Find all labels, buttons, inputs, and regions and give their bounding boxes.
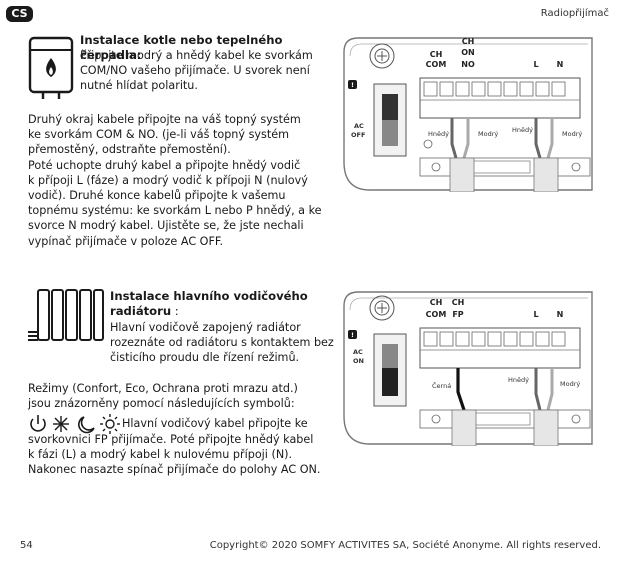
label-ch-com-top: CH [430,50,443,59]
heading-line-2: radiátoru : [110,304,340,319]
power-icon [30,415,46,432]
label-l-2: L [533,310,538,319]
heading-line: Instalace hlavního vodičového [110,289,308,303]
page-number: 54 [20,540,33,551]
text-line: Hlavní vodičově zapojený radiátor [110,321,301,334]
text-line: k přípoji L (fáze) a modrý vodič k přípo… [28,173,308,187]
boiler-wiring-diagram: ! AC OFF CH COM CH ON NO L N Hnědý Modrý… [340,32,596,193]
boiler-icon [28,36,74,100]
text-line: ke svorkám COM & NO. (je-li váš topný sy… [28,128,290,142]
section2-body-top: Režimy (Confort, Eco, Ochrana proti mraz… [28,381,338,411]
language-badge: CS [6,6,33,22]
wire-label-brown: Hnědý [508,376,529,384]
section2-symbols-text: Hlavní vodičový kabel připojte ke [122,417,308,430]
text-line: Druhý okraj kabele připojte na váš topný… [28,113,301,126]
section2-intro: Hlavní vodičově zapojený radiátor rozezn… [110,320,350,366]
frost-icon [53,416,69,432]
wire-label-blue-2: Modrý [562,130,582,138]
wire-label-brown-1: Hnědý [428,130,449,138]
moon-icon [78,416,95,434]
label-com-2: COM [426,310,447,319]
text-line: jsou znázorněny pomocí následujících sym… [28,397,295,411]
text-line: přemostěný, odstraňte přemostění). [28,143,231,157]
sun-icon [100,414,120,434]
text-line: svorce N modrý kabel. Ujistěte se, že js… [28,219,304,233]
heading-colon: : [171,303,179,318]
ac-label-2: AC [353,348,363,356]
wire-label-black: Černá [432,381,451,390]
label-no: NO [461,60,475,69]
text-line: svorkovnici FP přijímače. Poté připojte … [28,433,314,446]
on-label-2: ON [353,357,364,365]
text-line: rozeznáte od radiátoru s kontaktem bez [110,336,334,350]
section1-heading: Instalace kotle nebo tepelného čerpadla: [80,33,283,62]
label-on: ON [461,48,475,57]
copyright-notice: Copyright© 2020 SOMFY ACTIVITES SA, Soci… [209,540,601,551]
text-line: COM/NO vašeho přijímače. U svorek není [80,64,310,78]
section2-heading: Instalace hlavního vodičového radiátoru … [110,289,340,318]
section1-intro: Připojte modrý a hnědý kabel ke svorkám … [80,48,335,94]
text-line: vypínač přijímače v poloze AC OFF. [28,234,224,248]
wire-label-brown-2: Hnědý [512,126,533,134]
heading-line-2-text: radiátoru [110,303,172,318]
header-title: Radiopřijímač [540,8,609,19]
label-n-2: N [557,310,564,319]
label-ch-1: CH [430,298,443,307]
text-line: Poté uchopte druhý kabel a připojte hněd… [28,158,301,172]
label-ch-2: CH [452,298,465,307]
text-line: Připojte modrý a hnědý kabel ke svorkám [80,49,313,62]
wire-label-blue-1: Modrý [478,130,498,138]
mode-symbols [28,413,120,435]
text-line: Nakonec nasazte spínač přijímače do polo… [28,463,321,477]
warning-badge-2: ! [351,331,354,339]
label-com: COM [426,60,447,69]
wire-label-blue: Modrý [560,380,580,388]
section2-body-bottom: svorkovnici FP přijímače. Poté připojte … [28,432,348,478]
label-ch-on-top: CH [462,37,475,46]
text-line: nutné hlídat polaritu. [80,79,198,93]
radiator-wiring-diagram: ! AC ON CH CH COM FP L N Černá Hnědý Mod… [340,286,596,447]
label-fp: FP [452,310,463,319]
warning-badge-1: ! [351,81,354,89]
text-line: k fázi (L) a modrý kabel k nulovému příp… [28,448,293,462]
text-line: čisticího proudu dle řízení režimů. [110,351,300,365]
label-l: L [533,60,538,69]
text-line: vodič). Druhé konce kabelů připojte k va… [28,189,286,203]
text-line: topnému systému: ke svorkám L nebo P hně… [28,204,322,218]
text-line: Režimy (Confort, Eco, Ochrana proti mraz… [28,382,298,395]
off-label-1: OFF [351,131,365,139]
radiator-icon [28,288,104,346]
ac-label-1: AC [354,122,364,130]
section1-body: Druhý okraj kabele připojte na váš topný… [28,112,338,249]
label-n: N [557,60,564,69]
